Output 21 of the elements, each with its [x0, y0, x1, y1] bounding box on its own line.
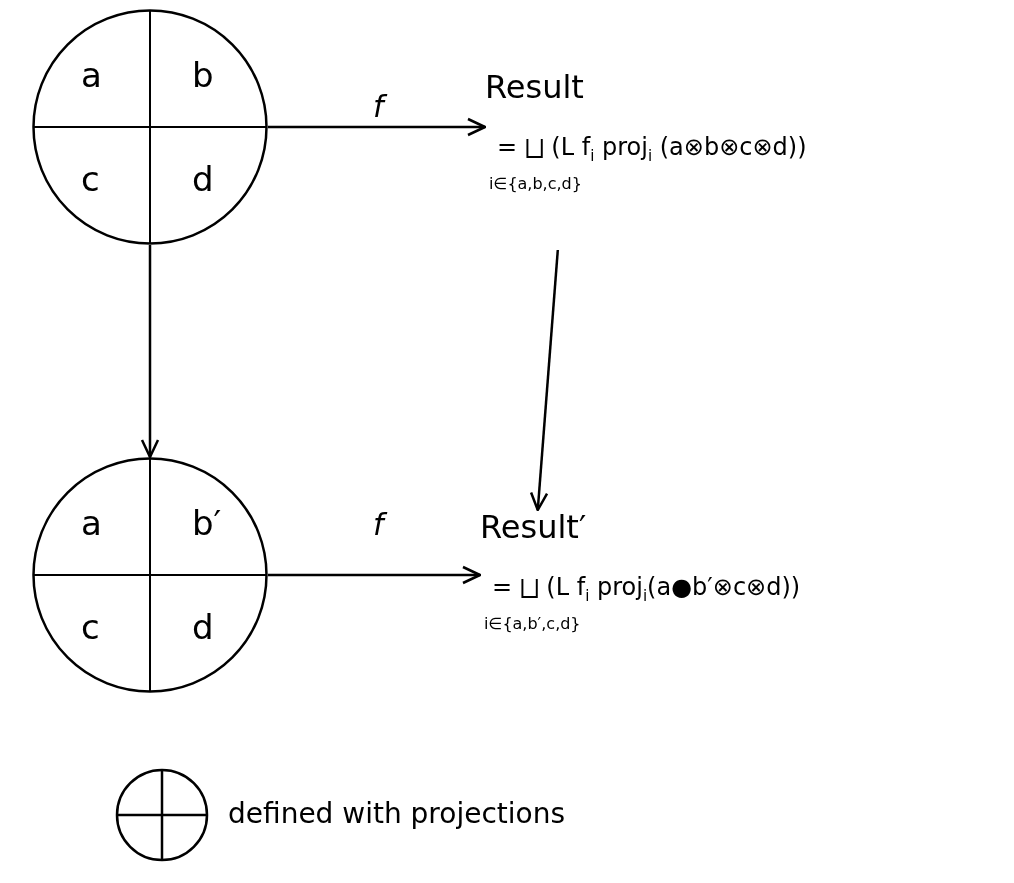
formula: = ⨆ (L f$_{i}$ proj$_{i}$ (a⊗b⊗c⊗d))	[497, 132, 807, 167]
arrow	[140, 245, 160, 459]
quadrant-label: a	[81, 506, 102, 541]
quadrant-label: d	[191, 609, 214, 644]
quadrant-label: c	[81, 609, 100, 644]
quartered-circle	[32, 457, 268, 693]
result-label: Result	[485, 70, 584, 106]
index-set: i∈{a,b,c,d}	[489, 174, 582, 194]
quadrant-label: b	[191, 58, 214, 93]
quadrant-label: d	[191, 161, 214, 196]
arrow	[268, 117, 487, 137]
legend-text: defined with projections	[228, 800, 565, 828]
quadrant-label: a	[81, 58, 102, 93]
result-label: Result′	[480, 510, 587, 546]
quadrant-label: b′	[191, 506, 222, 541]
arrow	[268, 565, 482, 585]
quartered-circle	[32, 9, 268, 245]
index-set: i∈{a,b′,c,d}	[484, 614, 581, 634]
arrow	[529, 249, 560, 512]
formula: = ⨆ (L f$_{i}$ proj$_{i}$(a●b′⊗c⊗d))	[492, 572, 801, 607]
quadrant-label: c	[81, 161, 100, 196]
